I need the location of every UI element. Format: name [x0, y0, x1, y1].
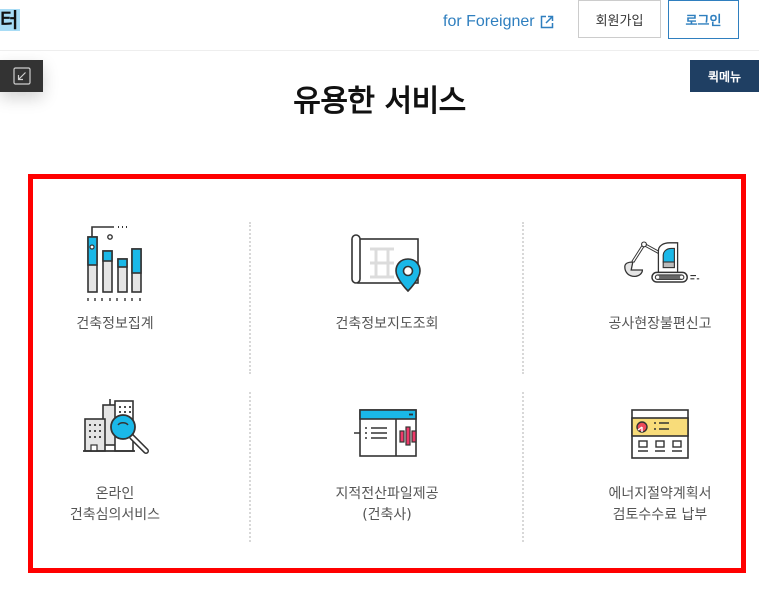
collapse-arrow-icon [12, 67, 31, 85]
login-button[interactable]: 로그인 [668, 0, 739, 39]
divider [249, 222, 251, 374]
for-foreigner-label: for Foreigner [443, 13, 535, 30]
for-foreigner-link[interactable]: for Foreigner [443, 10, 554, 34]
divider [522, 392, 524, 542]
building-search-icon [75, 392, 155, 472]
quick-menu-button[interactable]: 퀵메뉴 [690, 60, 759, 92]
service-label: 건축정보지도조회 [335, 316, 439, 332]
page-title: 유용한 서비스 [293, 84, 466, 119]
payment-report-icon [620, 392, 700, 472]
service-item-building-stats[interactable]: 건축정보집계 [0, 222, 230, 335]
external-link-icon [540, 15, 553, 29]
service-item-energy-fee-payment[interactable]: 에너지절약계획서 검토수수료 납부 [545, 392, 759, 526]
site-header: 터 for Foreigner 회원가입 로그인 [0, 0, 759, 51]
service-label: 공사현장불편신고 [608, 316, 712, 332]
join-button[interactable]: 회원가입 [578, 0, 661, 38]
side-panel-toggle[interactable] [0, 60, 43, 92]
file-window-icon [347, 392, 427, 472]
excavator-icon [620, 222, 700, 302]
service-item-cadastral-file[interactable]: 지적전산파일제공 (건축사) [272, 392, 502, 526]
service-item-building-map[interactable]: 건축정보지도조회 [272, 222, 502, 335]
bar-chart-icon [75, 222, 155, 302]
site-logo-fragment[interactable]: 터 [0, 8, 21, 32]
map-pin-icon [347, 222, 427, 302]
service-label: 건축정보집계 [76, 316, 154, 332]
divider [249, 392, 251, 542]
service-label: 지적전산파일제공 (건축사) [335, 486, 439, 523]
service-label: 에너지절약계획서 검토수수료 납부 [608, 486, 712, 523]
divider [522, 222, 524, 374]
service-item-construction-report[interactable]: 공사현장불편신고 [545, 222, 759, 335]
services-highlight-box [28, 174, 746, 573]
service-item-online-review[interactable]: 온라인 건축심의서비스 [0, 392, 230, 526]
service-label: 온라인 건축심의서비스 [69, 486, 161, 523]
